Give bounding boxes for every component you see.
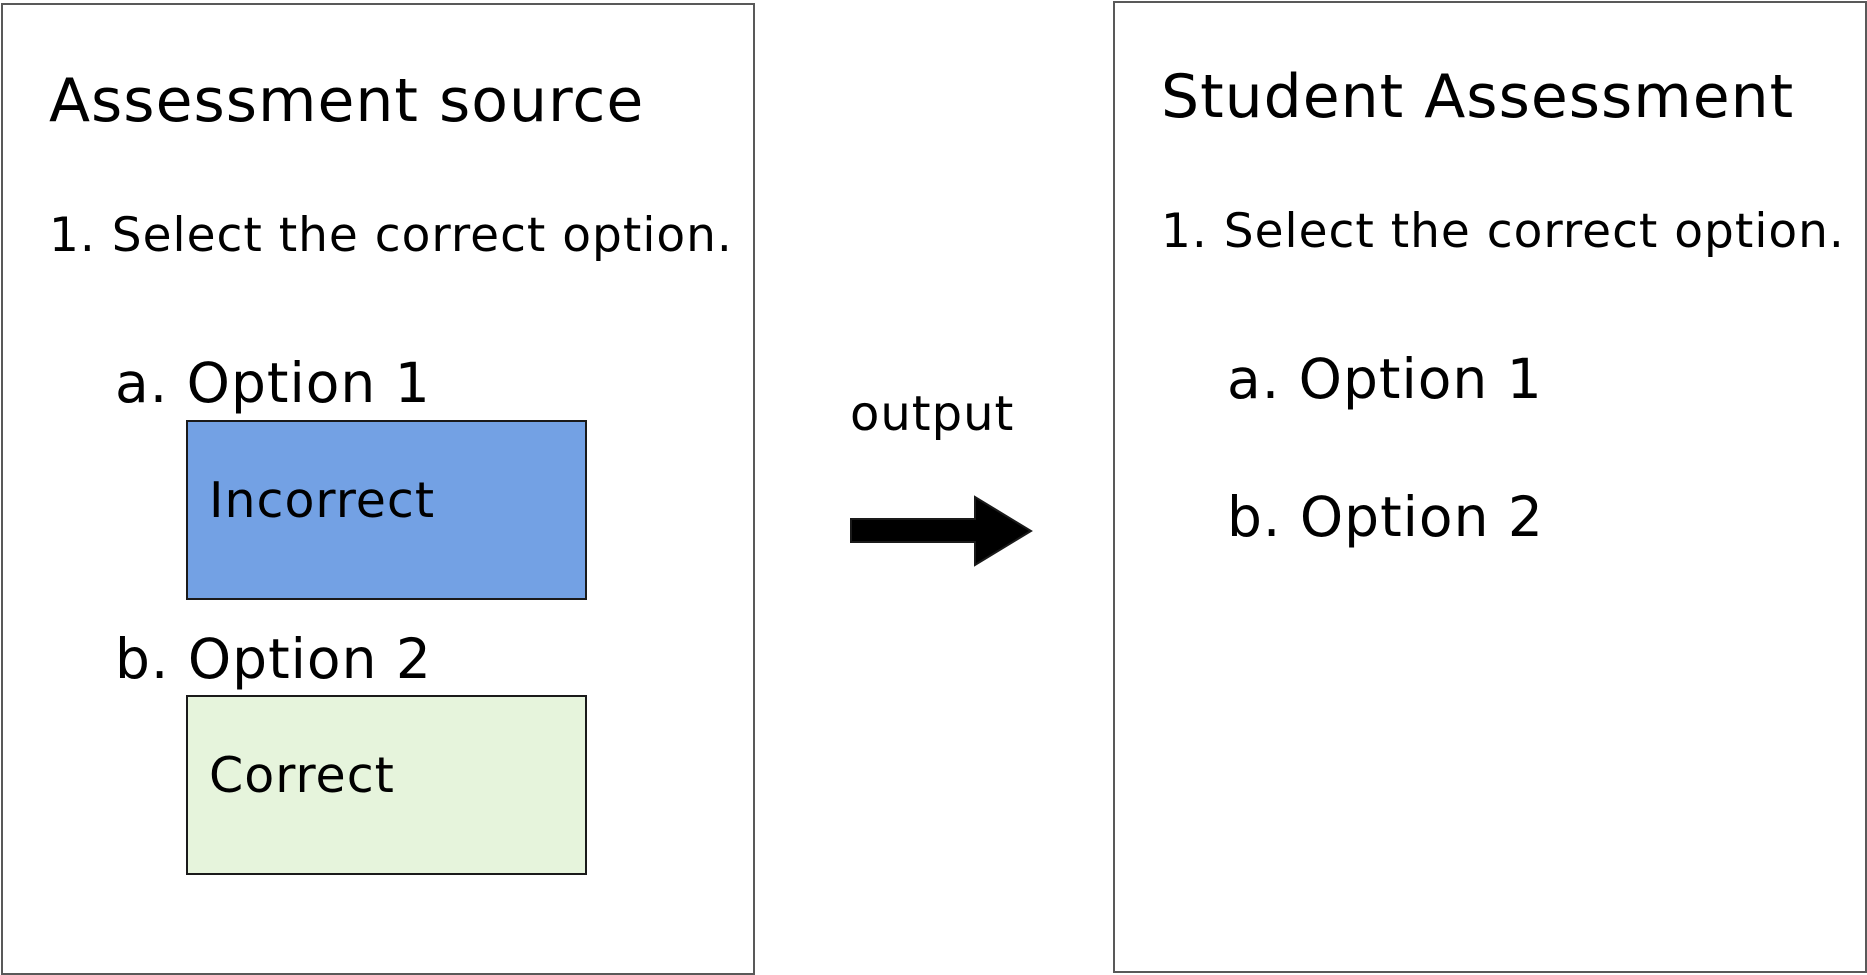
correct-feedback-box: Correct	[186, 695, 587, 875]
output-label: output	[850, 386, 1015, 442]
student-option-a-label: a. Option 1	[1227, 347, 1543, 411]
assessment-source-panel: Assessment source 1. Select the correct …	[1, 3, 755, 975]
student-title: Student Assessment	[1161, 62, 1795, 132]
right-arrow-icon	[849, 495, 1034, 571]
source-option-a-label: a. Option 1	[115, 351, 431, 415]
correct-feedback-text: Correct	[209, 747, 395, 804]
incorrect-feedback-box: Incorrect	[186, 420, 587, 600]
incorrect-feedback-text: Incorrect	[209, 472, 436, 529]
source-question: 1. Select the correct option.	[49, 208, 733, 263]
student-option-b-label: b. Option 2	[1227, 485, 1544, 549]
source-option-b-label: b. Option 2	[115, 627, 432, 691]
student-assessment-panel: Student Assessment 1. Select the correct…	[1113, 1, 1867, 973]
source-title: Assessment source	[49, 66, 645, 136]
student-question: 1. Select the correct option.	[1161, 204, 1845, 259]
